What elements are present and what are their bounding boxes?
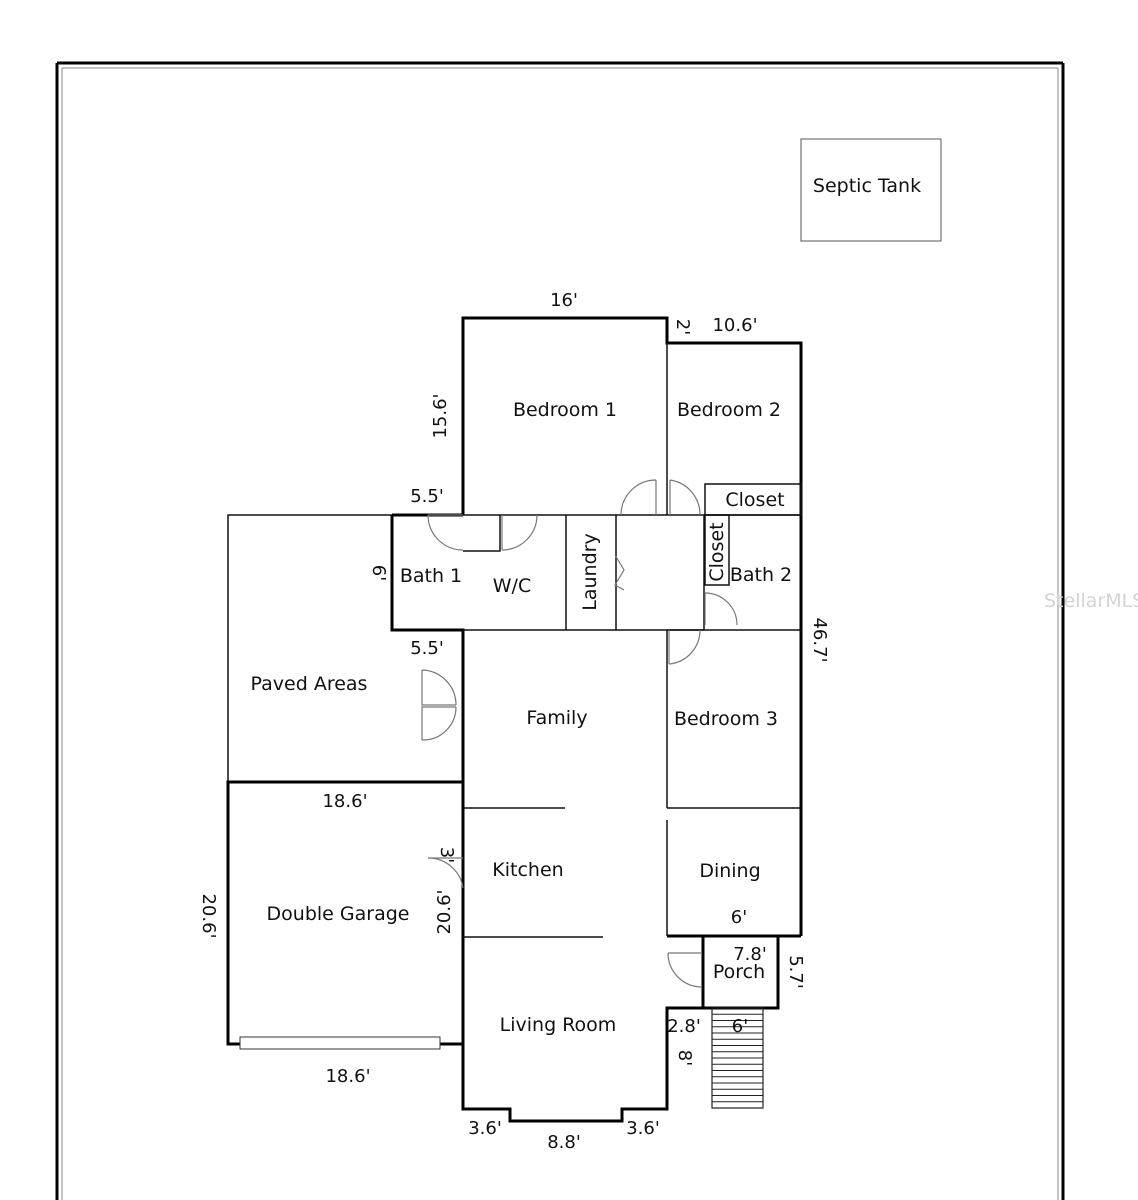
dim-bay-right: 3.6' [626,1118,660,1139]
label-bath-1: Bath 1 [400,565,462,587]
dim-bay-width: 8.8' [547,1132,581,1153]
dim-step-2: 2' [672,319,693,335]
dim-overall-depth: 46.7' [809,617,830,662]
page-frame [55,61,1065,1200]
dim-dining-6: 6' [731,907,747,928]
dim-bath1-top: 5.5' [410,486,444,507]
label-paved-areas: Paved Areas [251,673,368,695]
label-bath-2: Bath 2 [730,564,792,586]
dim-bay-left: 3.6' [468,1118,502,1139]
dim-step-2-8: 2.8' [667,1016,701,1037]
label-kitchen: Kitchen [492,859,563,881]
label-bedroom-3: Bedroom 3 [674,708,778,730]
label-living-room: Living Room [500,1014,617,1036]
label-closet-side: Closet [706,522,728,581]
interior-walls [463,343,802,938]
door-swings [421,479,738,988]
label-closet-top: Closet [725,489,784,511]
outer-walls [390,316,803,1123]
dimension-labels: 16' 2' 10.6' 15.6' 5.5' 6' 5.5' 46.7' 18… [198,290,830,1153]
dim-garage-side: 20.6' [198,893,219,938]
dim-garage-inner: 20.6' [434,889,455,934]
dim-bath1-bottom: 5.5' [410,638,444,659]
label-bedroom-1: Bedroom 1 [513,399,617,421]
label-family: Family [526,707,587,729]
septic-tank-box [800,138,942,242]
dim-porch-6: 6' [732,1016,748,1037]
porch-stairs [711,1007,764,1109]
label-laundry: Laundry [579,533,601,610]
label-double-garage: Double Garage [267,903,410,925]
dim-garage-bottom: 18.6' [325,1066,370,1087]
garage-walls [226,780,463,1050]
dim-bedroom1-width: 16' [550,290,578,311]
watermark: StellarMLS [1044,590,1138,612]
label-wc: W/C [493,575,531,597]
garage-door [239,1036,441,1050]
dim-porch-5-7: 5.7' [785,955,806,989]
dim-bedroom1-depth: 15.6' [430,393,451,438]
dim-garage-inner-3: 3' [436,847,457,863]
label-bedroom-2: Bedroom 2 [677,399,781,421]
room-labels: Septic Tank Bedroom 1 Bedroom 2 Closet B… [251,175,922,1036]
dim-porch-7-8: 7.8' [733,944,767,965]
dim-bath1-side: 6' [368,565,389,581]
dim-garage-top: 18.6' [322,791,367,812]
label-septic-tank: Septic Tank [813,175,921,197]
label-dining: Dining [699,860,760,882]
label-porch: Porch [713,961,765,983]
dim-bedroom2-width: 10.6' [712,315,757,336]
dim-living-8: 8' [674,1050,695,1066]
